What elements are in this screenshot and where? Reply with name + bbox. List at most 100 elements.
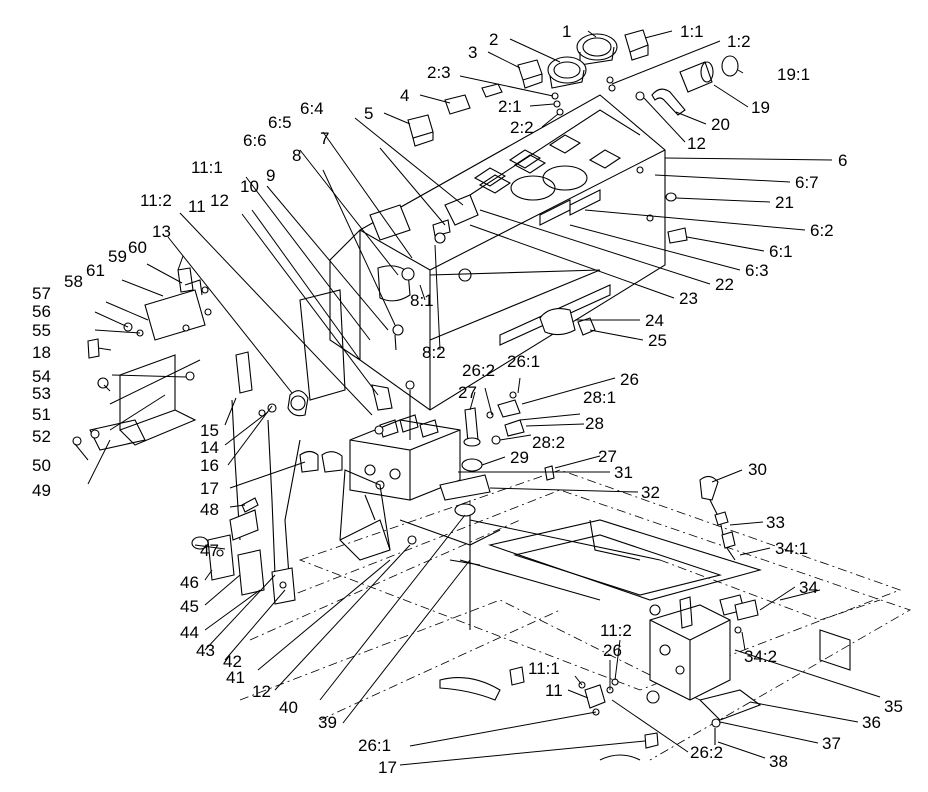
callout-1: 1 xyxy=(562,22,571,41)
callout-40: 40 xyxy=(279,698,298,717)
left-bracket xyxy=(72,267,212,451)
callout-13: 13 xyxy=(152,222,171,241)
callout-19-1: 19:1 xyxy=(777,65,810,84)
callout-36: 36 xyxy=(862,713,881,732)
callout-52: 52 xyxy=(32,427,51,446)
callout-6: 6 xyxy=(838,151,847,170)
callout-23: 23 xyxy=(679,289,698,308)
lever-assembly xyxy=(191,351,343,605)
callout-4: 4 xyxy=(400,86,409,105)
callout-8: 8 xyxy=(292,146,301,165)
callout-22: 22 xyxy=(715,275,734,294)
callout-16: 16 xyxy=(200,456,219,475)
callout-31: 31 xyxy=(614,463,633,482)
callout-59: 59 xyxy=(108,247,127,266)
part-drawing xyxy=(72,29,911,766)
callout-28-1: 28:1 xyxy=(583,388,616,407)
callout-10: 10 xyxy=(240,177,259,196)
callout-11-2b: 11:2 xyxy=(600,621,632,640)
callout-17: 17 xyxy=(200,479,219,498)
callout-14: 14 xyxy=(200,438,219,457)
callout-8-2: 8:2 xyxy=(422,343,446,362)
callout-2-1: 2:1 xyxy=(498,97,522,116)
callout-1-1: 1:1 xyxy=(680,22,704,41)
callout-15: 15 xyxy=(200,421,219,440)
callout-42: 42 xyxy=(223,652,242,671)
callout-12: 12 xyxy=(687,134,706,153)
callout-7: 7 xyxy=(320,129,329,148)
right-valve xyxy=(646,475,762,745)
callout-12b: 12 xyxy=(210,191,229,210)
callout-26-2: 26:2 xyxy=(462,361,495,380)
callout-11: 11 xyxy=(188,197,206,216)
callout-6-5: 6:5 xyxy=(268,113,292,132)
callout-34-1: 34:1 xyxy=(775,539,808,558)
callout-38: 38 xyxy=(769,752,788,771)
callout-6-3: 6:3 xyxy=(745,261,769,280)
callout-54: 54 xyxy=(32,367,51,386)
panel-fittings xyxy=(369,192,688,351)
callout-44: 44 xyxy=(180,623,199,642)
callout-28-2: 28:2 xyxy=(532,433,565,452)
callout-47: 47 xyxy=(200,541,219,560)
callout-2: 2 xyxy=(489,30,498,49)
callout-11-1: 11:1 xyxy=(191,158,223,177)
callout-20: 20 xyxy=(711,115,730,134)
callout-2-3: 2:3 xyxy=(427,63,451,82)
callout-6-6: 6:6 xyxy=(243,131,267,150)
callout-57: 57 xyxy=(32,284,51,303)
callout-34: 34 xyxy=(799,578,818,597)
callout-45: 45 xyxy=(180,597,199,616)
callout-39: 39 xyxy=(318,713,337,732)
callout-48: 48 xyxy=(200,500,219,519)
callout-21: 21 xyxy=(775,193,794,212)
callout-6-4: 6:4 xyxy=(300,99,324,118)
callout-9: 9 xyxy=(266,166,275,185)
callout-5: 5 xyxy=(364,104,373,123)
callout-58: 58 xyxy=(64,272,83,291)
callout-37: 37 xyxy=(822,734,841,753)
callout-labels: 1 2 3 4 5 1:1 1:2 2:3 2:1 2:2 19:1 19 20… xyxy=(32,22,903,777)
callout-11-2: 11:2 xyxy=(140,191,172,210)
callout-32: 32 xyxy=(641,483,660,502)
callout-26-2b: 26:2 xyxy=(690,743,723,762)
callout-25: 25 xyxy=(648,331,667,350)
callout-61: 61 xyxy=(86,261,105,280)
callout-11-1b: 11:1 xyxy=(528,659,560,678)
callout-43: 43 xyxy=(196,641,215,660)
callout-26-1: 26:1 xyxy=(507,352,540,371)
callout-18: 18 xyxy=(32,343,51,362)
callout-50: 50 xyxy=(32,456,51,475)
callout-60: 60 xyxy=(128,238,147,257)
callout-1-2: 1:2 xyxy=(727,32,751,51)
callout-26-1b: 26:1 xyxy=(358,736,391,755)
callout-3: 3 xyxy=(468,43,477,62)
callout-6-2: 6:2 xyxy=(810,221,834,240)
callout-11b: 11 xyxy=(545,681,563,700)
hour-meter-light xyxy=(635,55,739,116)
callout-55: 55 xyxy=(32,321,51,340)
callout-6-1: 6:1 xyxy=(769,242,793,261)
callout-56: 56 xyxy=(32,302,51,321)
callout-8-1: 8:1 xyxy=(410,291,434,310)
gauges-and-switches xyxy=(407,29,649,147)
lower-fittings xyxy=(509,666,659,749)
callout-26b: 26 xyxy=(603,641,622,660)
callout-41: 41 xyxy=(226,668,245,687)
control-valve xyxy=(349,380,555,630)
callout-30: 30 xyxy=(748,460,767,479)
callout-6-7: 6:7 xyxy=(795,173,819,192)
callout-28: 28 xyxy=(585,414,604,433)
callout-2-2: 2:2 xyxy=(510,118,534,137)
callout-17b: 17 xyxy=(378,758,397,777)
valve-bracket xyxy=(339,469,501,566)
callout-29: 29 xyxy=(510,448,529,467)
leader-lines xyxy=(74,30,881,766)
callout-34-2: 34:2 xyxy=(744,647,777,666)
callout-19: 19 xyxy=(751,98,770,117)
callout-35: 35 xyxy=(884,697,903,716)
frame-outline xyxy=(239,469,911,761)
callout-27b: 27 xyxy=(598,447,617,466)
callout-24: 24 xyxy=(645,311,664,330)
